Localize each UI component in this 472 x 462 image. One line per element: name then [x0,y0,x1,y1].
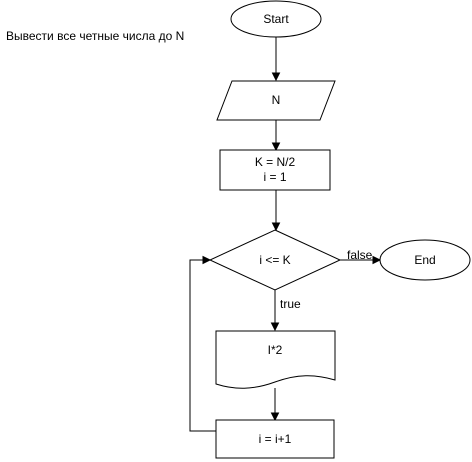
condition-label: i <= K [259,253,290,267]
edge-start-to-input [271,37,281,82]
output-label: I*2 [268,343,283,357]
end-label: End [414,253,435,267]
start-node: Start [230,0,322,38]
false-edge-label: false [347,248,373,262]
edge-loop-back-to-condition [189,255,216,432]
start-label: Start [263,12,289,26]
increment-label: i = i+1 [259,432,292,446]
condition-node: i <= K [208,229,342,291]
edge-condition-to-end [340,255,382,265]
init-process-node: K = N/2 i = 1 [219,149,331,191]
init-line-2: i = 1 [263,170,286,184]
diagram-caption: Вывести все четные числа до N [6,29,184,43]
edge-output-to-increment [270,388,280,422]
init-line-1: K = N/2 [255,155,296,169]
true-edge-label: true [280,297,301,311]
end-node: End [379,239,471,281]
edge-input-to-init [271,120,281,152]
edge-condition-to-output [270,290,280,332]
edge-init-to-condition [271,190,281,232]
output-document-node: I*2 [215,330,336,389]
increment-process-node: i = i+1 [215,419,335,459]
input-node: N [216,80,336,121]
input-label: N [272,93,281,107]
